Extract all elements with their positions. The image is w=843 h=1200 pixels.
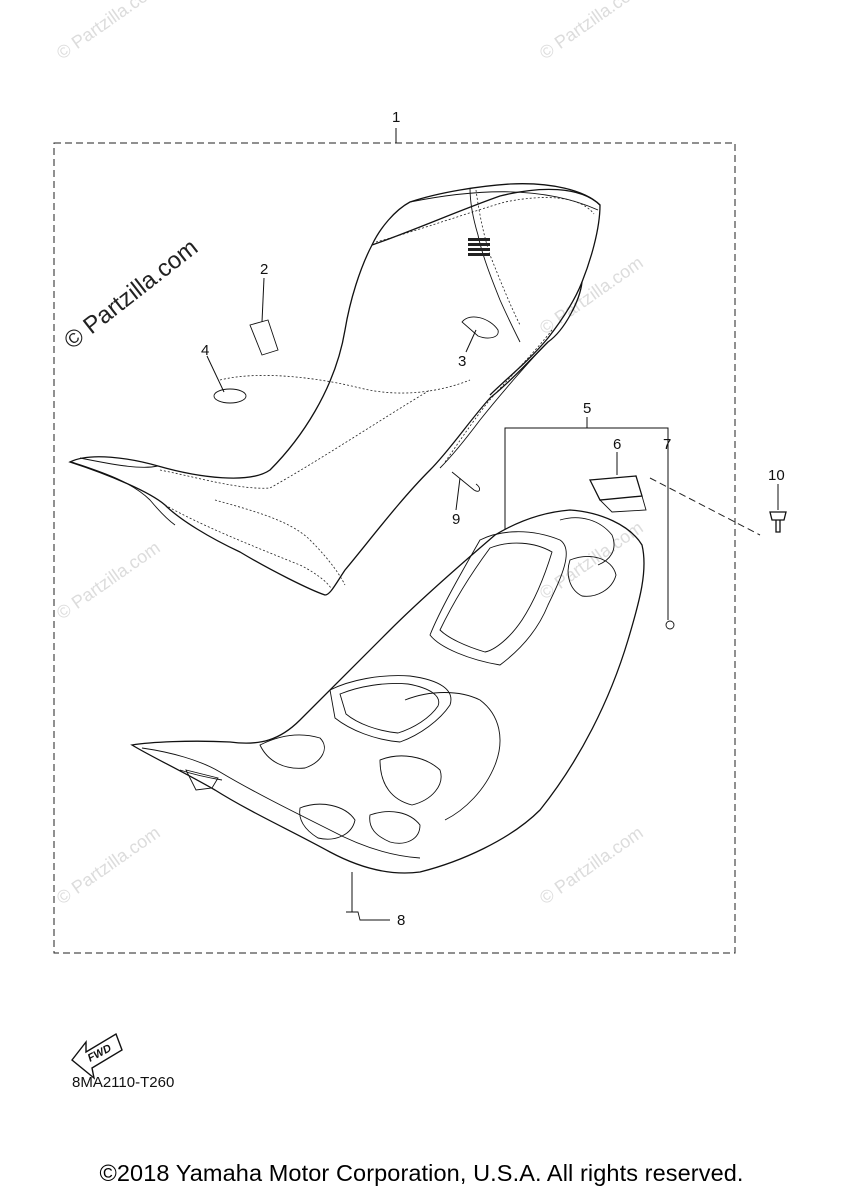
watermark-large-text: © Partzilla.com <box>59 234 203 355</box>
callout-4-leader <box>206 355 225 393</box>
watermark-text: © Partzilla.com <box>536 822 647 908</box>
callout-5: 5 <box>583 400 591 417</box>
assembly-boundary <box>53 142 736 954</box>
callout-2: 2 <box>260 261 268 278</box>
watermark-group: © Partzilla.com © Partzilla.com © Partzi… <box>53 0 647 908</box>
watermark-text: © Partzilla.com <box>53 822 164 908</box>
watermark-text: © Partzilla.com <box>536 517 647 603</box>
diagram-code: 8MA2110-T260 <box>72 1074 175 1091</box>
callout-5-bracket <box>504 427 669 620</box>
part-10-screw <box>769 511 787 533</box>
part-8-clip <box>346 911 390 921</box>
seat-base-illustration <box>130 509 645 874</box>
part-10-path <box>649 477 761 536</box>
fwd-arrow-icon: FWD <box>71 1032 123 1080</box>
callout-6: 6 <box>613 436 621 453</box>
callout-10: 10 <box>768 467 785 484</box>
callout-3: 3 <box>458 353 466 370</box>
callout-2-leader <box>261 277 265 323</box>
callout-3-leader <box>465 329 477 353</box>
callout-1: 1 <box>392 109 400 126</box>
seat-logo-mark <box>468 238 490 256</box>
callout-8: 8 <box>397 912 405 929</box>
watermark-text: © Partzilla.com <box>536 252 647 338</box>
watermark-text: © Partzilla.com <box>53 0 164 63</box>
watermark-text: © Partzilla.com <box>53 537 164 623</box>
copyright-notice: ©2018 Yamaha Motor Corporation, U.S.A. A… <box>99 1160 744 1186</box>
callout-7: 7 <box>663 436 671 453</box>
part-7-fastener <box>665 620 675 630</box>
part-6-plate <box>588 475 643 501</box>
watermark-text: © Partzilla.com <box>536 0 647 63</box>
callout-4: 4 <box>201 342 209 359</box>
seat-top-illustration <box>68 183 601 596</box>
part-9-hook <box>451 471 481 492</box>
callout-9-leader <box>455 477 461 511</box>
callout-9: 9 <box>452 511 460 528</box>
